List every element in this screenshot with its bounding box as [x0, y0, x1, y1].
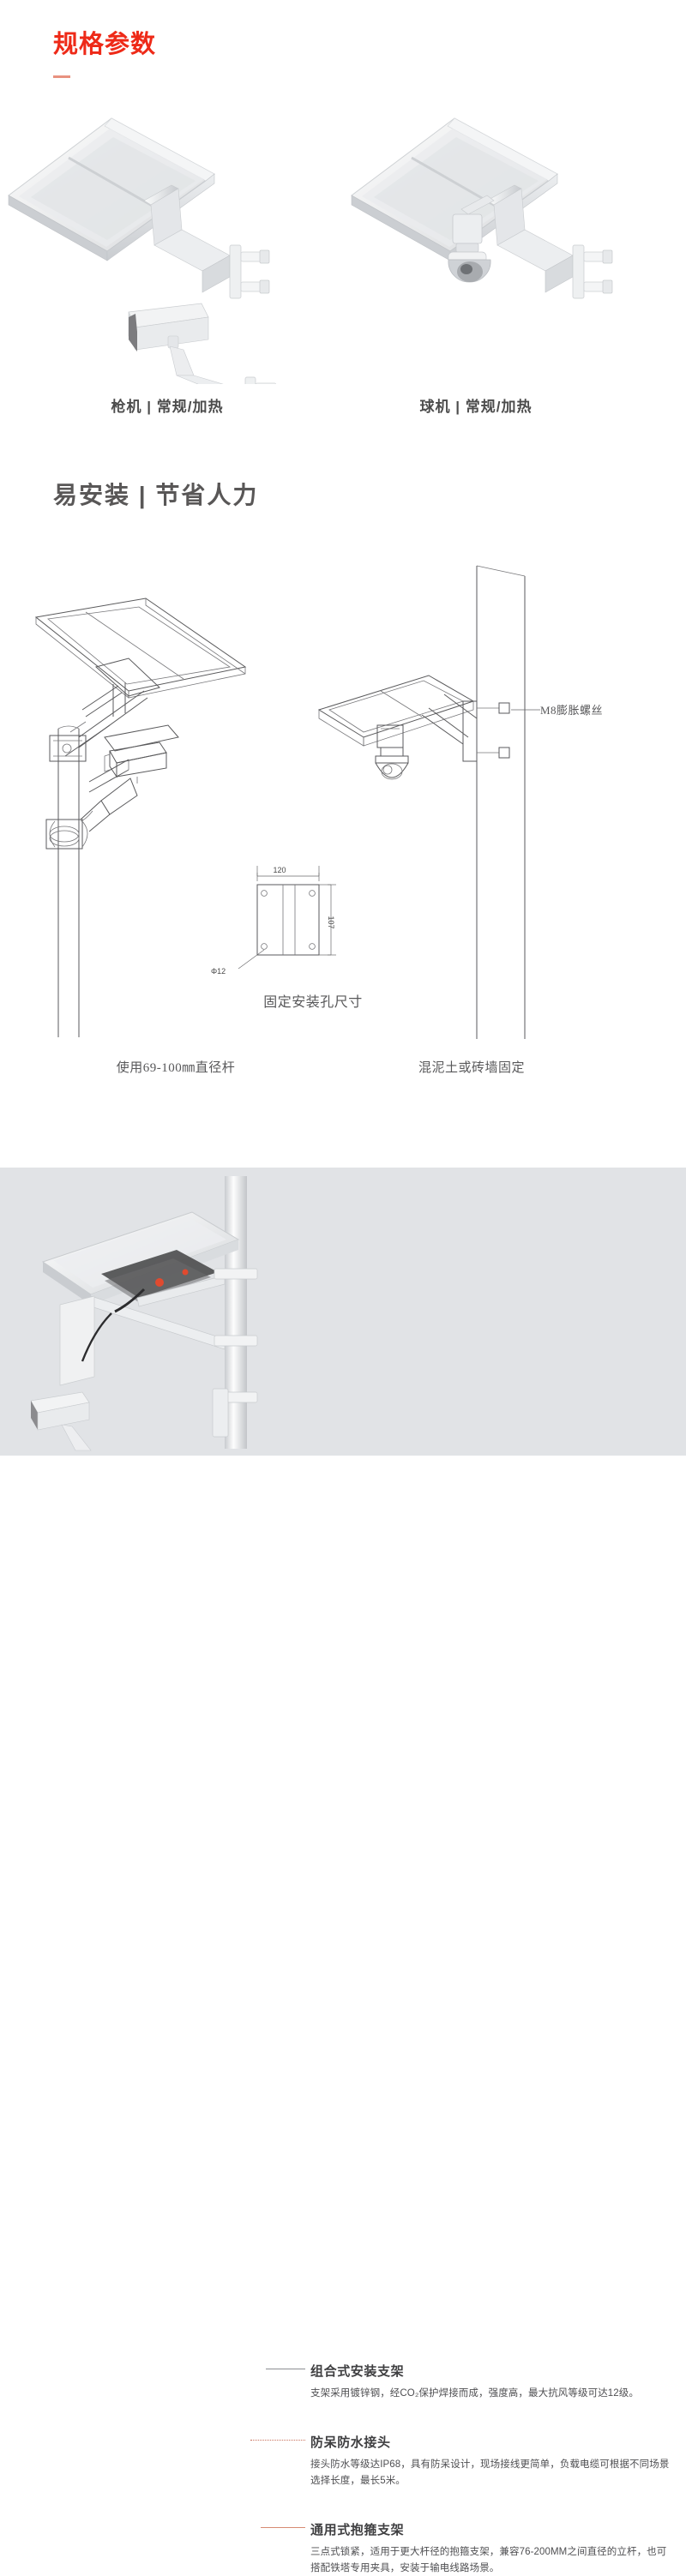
- product-spec-page: 规格参数: [0, 31, 686, 2573]
- leader-line-clamp: [261, 2527, 305, 2528]
- install-line-drawings: 120 107 Φ12: [34, 565, 540, 1039]
- dome-camera-right: [448, 195, 495, 283]
- wall-mount-caption: 混泥土或砖墙固定: [418, 1061, 525, 1075]
- dim-diameter-label: Φ12: [211, 967, 226, 976]
- callout-clamp-title: 通用式抱箍支架: [310, 2523, 405, 2537]
- dim-width-label: 120: [273, 866, 286, 874]
- bullet-camera-left: [128, 303, 277, 384]
- callout-bracket-title: 组合式安装支架: [310, 2364, 405, 2379]
- product-label-dome: 球机 | 常规/加热: [419, 399, 533, 415]
- callout-connector: 防呆防水接头 接头防水等级达IP68，具有防呆设计，现场接线更简单，负载电缆可根…: [310, 2433, 671, 2489]
- callout-bracket-desc: 支架采用镀锌钢，经CO₂保护焊接而成，强度高，最大抗风等级可达12级。: [310, 2388, 640, 2399]
- product-label-bullet: 枪机 | 常规/加热: [111, 399, 224, 415]
- title-underline-dash: [53, 75, 70, 78]
- product-image-row: [0, 93, 686, 384]
- callout-clamp-desc: 三点式锁紧，适用于更大杆径的抱箍支架，兼容76-200MM之间直径的立杆，也可搭…: [310, 2547, 667, 2573]
- install-diagram-area: 120 107 Φ12: [0, 557, 686, 1080]
- product-image-dome: [343, 93, 686, 384]
- leader-line-connector: [250, 2440, 305, 2441]
- dim-height-label: 107: [327, 916, 335, 928]
- feature-callout-panel: 组合式安装支架 支架采用镀锌钢，经CO₂保护焊接而成，强度高，最大抗风等级可达1…: [0, 1168, 686, 2573]
- mounting-hole-dimension-drawing: 120 107 Φ12: [211, 866, 336, 976]
- anchor-bolt-label: M8膨胀螺丝: [540, 704, 604, 717]
- callout-bracket: 组合式安装支架 支架采用镀锌钢，经CO₂保护焊接而成，强度高，最大抗风等级可达1…: [310, 2362, 671, 2402]
- pole-mount-caption: 使用69-100㎜直径杆: [116, 1061, 236, 1075]
- panel-bracket-right: [486, 184, 613, 299]
- page-title: 规格参数: [53, 31, 157, 58]
- callout-connector-title: 防呆防水接头: [310, 2435, 391, 2450]
- product-image-bullet: [0, 93, 343, 384]
- callout-clamp: 通用式抱箍支架 三点式锁紧，适用于更大杆径的抱箍支架，兼容76-200MM之间直…: [310, 2520, 671, 2576]
- pole-mount-drawing: [34, 597, 247, 1037]
- panel-bracket-left: [143, 184, 270, 299]
- section-title-install: 易安装 | 节省人力: [53, 482, 259, 508]
- hole-dimension-caption: 固定安装孔尺寸: [263, 995, 363, 1010]
- callout-connector-desc: 接头防水等级达IP68，具有防呆设计，现场接线更简单，负载电缆可根据不同场景选择…: [310, 2459, 670, 2486]
- wall-mount-drawing: [317, 565, 540, 1039]
- feature-product-illustration: [30, 1176, 258, 1451]
